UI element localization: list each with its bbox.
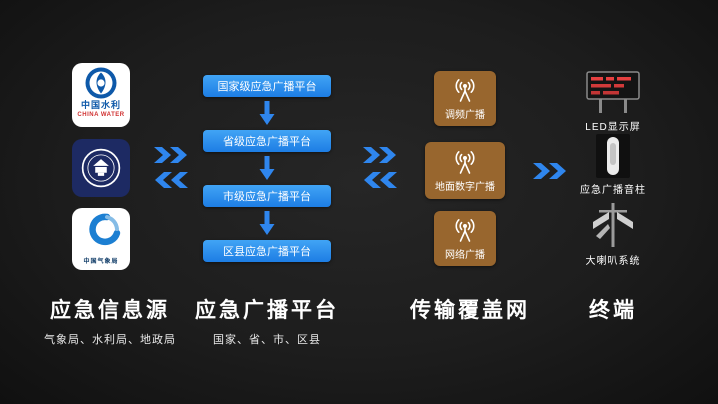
device-label-sound-column: 应急广播音柱 bbox=[580, 185, 646, 196]
arrow-down-icon bbox=[259, 156, 275, 180]
channel-fm-broadcast: 调频广播 bbox=[434, 71, 496, 126]
antenna-icon bbox=[455, 218, 475, 242]
platform-level-province: 省级应急广播平台 bbox=[203, 130, 331, 152]
arrow-right-icon bbox=[154, 147, 187, 163]
column-title-terminals: 终端 bbox=[589, 299, 637, 322]
horn-speakers-image bbox=[593, 203, 633, 247]
antenna-icon bbox=[455, 78, 475, 102]
arrow-down-icon bbox=[259, 211, 275, 235]
meteorological-label: 中国气象局 bbox=[83, 259, 119, 265]
arrow-right-icon bbox=[363, 147, 396, 163]
china-water-label-en: CHINA WATER bbox=[77, 112, 125, 118]
arrow-down-icon bbox=[259, 101, 275, 125]
arrow-right-icon bbox=[533, 163, 566, 179]
china-water-logo: 中国水利 CHINA WATER bbox=[72, 63, 130, 127]
platform-level-city: 市级应急广播平台 bbox=[203, 185, 331, 207]
column-subtitle-platform: 国家、省、市、区县 bbox=[213, 334, 321, 346]
channel-label: 调频广播 bbox=[445, 109, 485, 121]
meteorological-swirl-icon bbox=[89, 213, 121, 246]
column-subtitle-sources: 气象局、水利局、地政局 bbox=[44, 334, 176, 346]
arrow-left-icon bbox=[364, 172, 397, 188]
china-water-label-cn: 中国水利 bbox=[80, 100, 121, 110]
column-title-sources: 应急信息源 bbox=[50, 299, 170, 322]
column-title-platform: 应急广播平台 bbox=[195, 299, 339, 322]
platform-level-county: 区县应急广播平台 bbox=[203, 240, 331, 262]
column-title-transmission: 传输覆盖网 bbox=[410, 299, 530, 322]
channel-label: 网络广播 bbox=[445, 249, 485, 261]
device-label-horn: 大喇叭系统 bbox=[585, 256, 641, 267]
ministry-seal-logo bbox=[72, 139, 130, 197]
meteorological-logo: 中国气象局 bbox=[72, 208, 130, 270]
platform-level-national: 国家级应急广播平台 bbox=[203, 75, 331, 97]
channel-label: 地面数字广播 bbox=[435, 181, 495, 193]
channel-network-broadcast: 网络广播 bbox=[434, 211, 496, 266]
antenna-icon bbox=[455, 150, 475, 174]
ministry-seal-emblem-icon bbox=[81, 148, 121, 188]
sound-column-image bbox=[596, 134, 630, 178]
arrow-left-icon bbox=[155, 172, 188, 188]
channel-terrestrial-digital: 地面数字广播 bbox=[425, 142, 505, 199]
device-label-led: LED显示屏 bbox=[585, 122, 641, 133]
china-water-emblem-icon bbox=[85, 67, 117, 99]
led-screen-image bbox=[586, 71, 640, 113]
